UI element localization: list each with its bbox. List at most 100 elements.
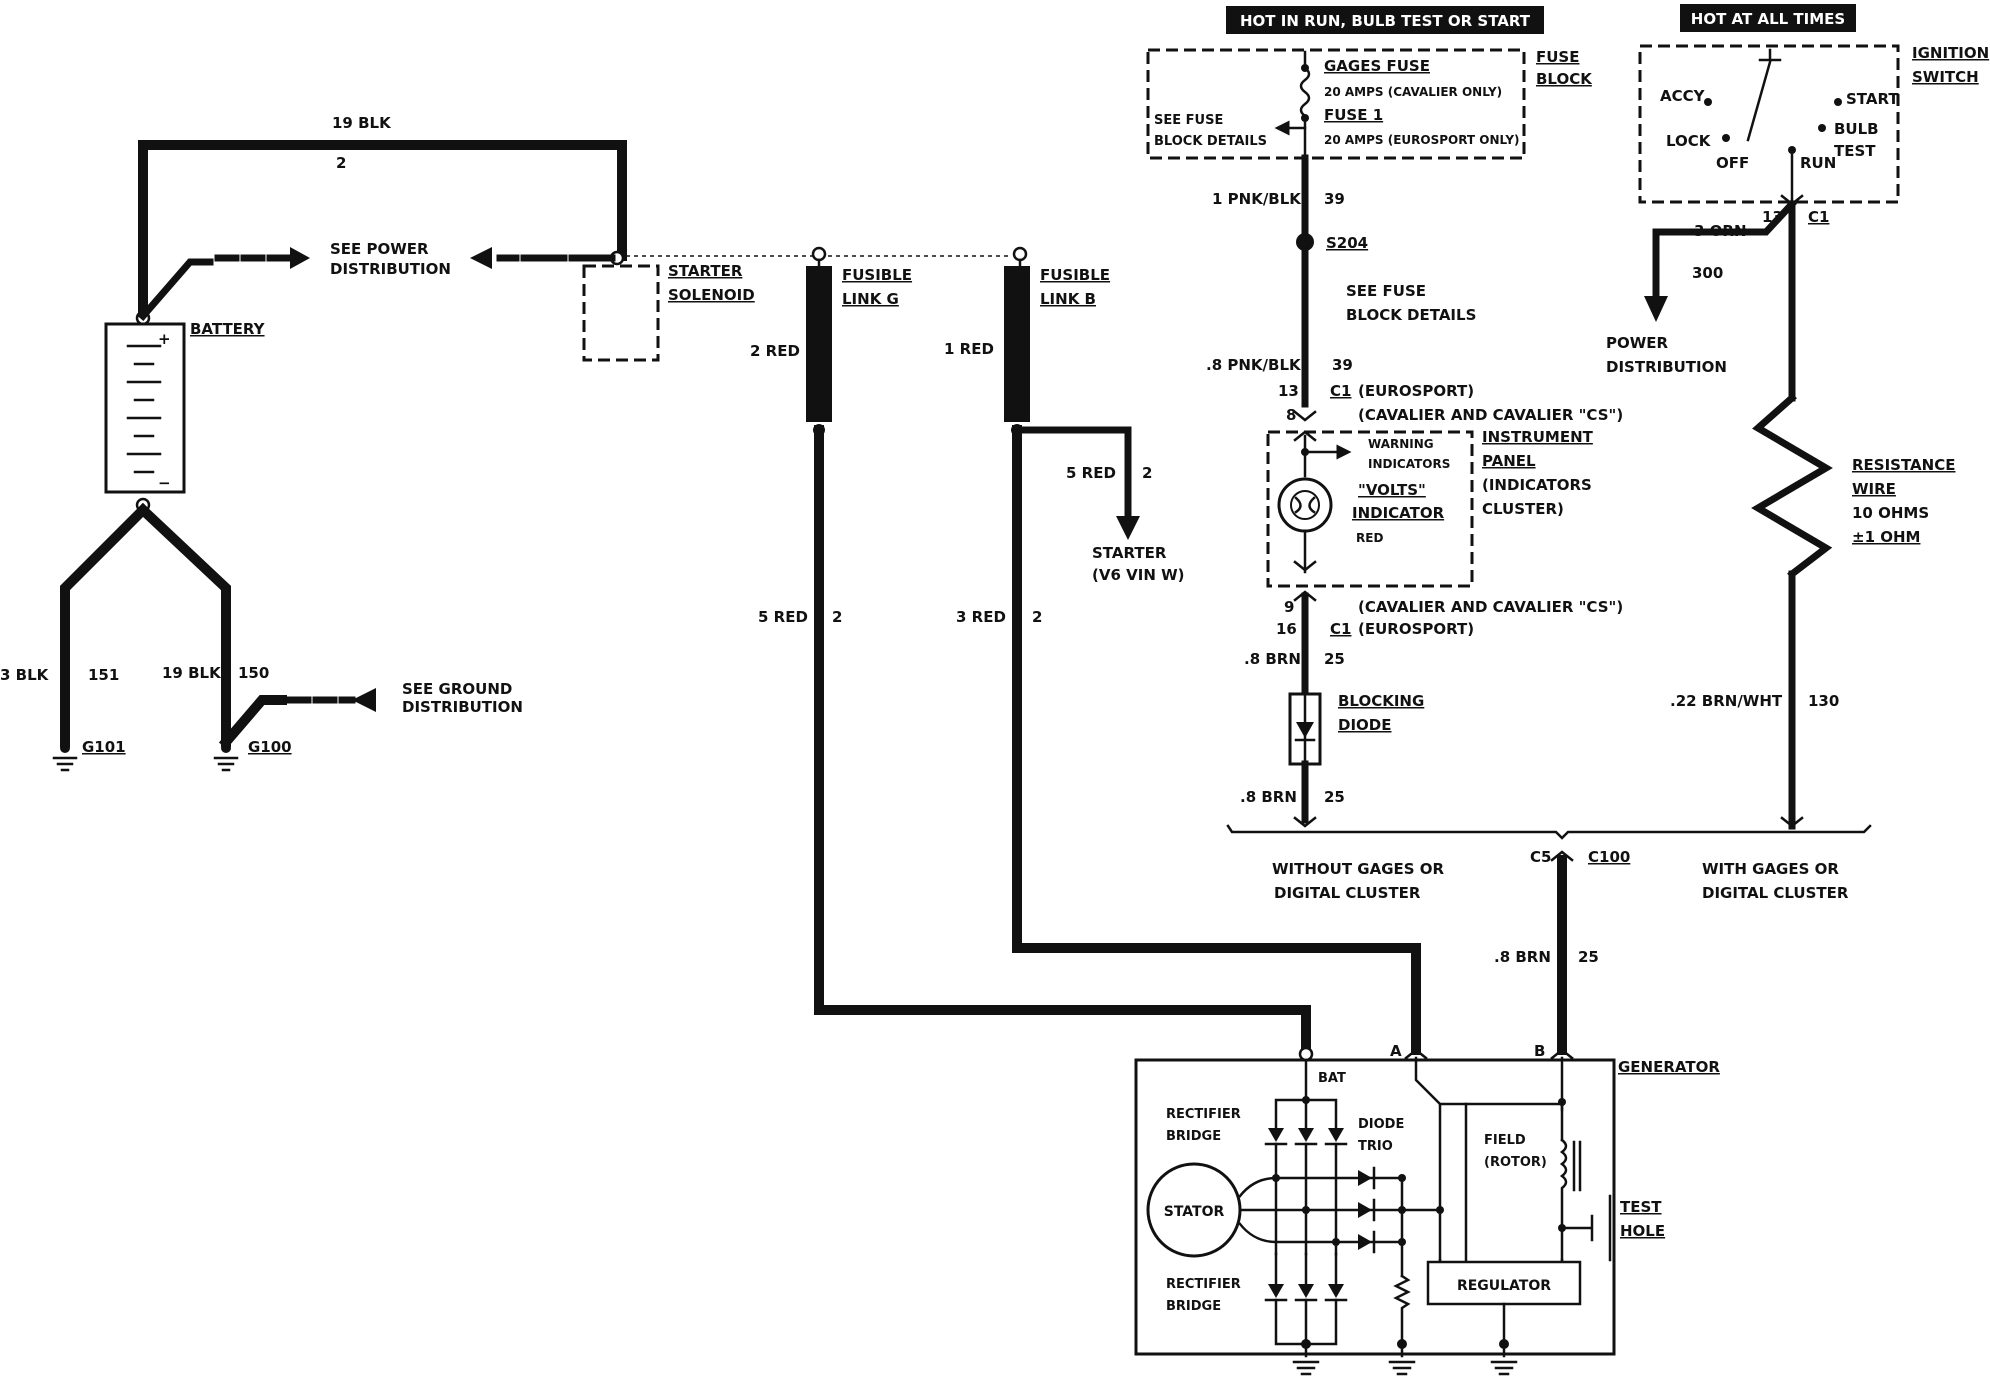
start-label: START (1846, 90, 1899, 108)
battery-section: SEE POWER DISTRIBUTION 19 BLK 2 + − BATT… (0, 114, 627, 772)
ground-wire-a: 3 BLK (0, 666, 50, 684)
volts-indicator-lamp (1277, 477, 1333, 533)
g101-point (60, 743, 70, 753)
battery-label: BATTERY (190, 320, 266, 338)
ignition-switch: ACCY LOCK OFF RUN START BULB TEST IGNITI… (1638, 44, 1989, 226)
see-ground-arrow (352, 688, 376, 712)
header-hot-at-all-times-text: HOT AT ALL TIMES (1691, 10, 1845, 28)
conn-c100: C100 (1588, 848, 1630, 866)
fusible-g-body (806, 266, 832, 422)
fuse1-label: FUSE 1 (1324, 106, 1383, 124)
rectifier-upper-diodes (1264, 1128, 1348, 1256)
resistance-wire-zigzag (1751, 393, 1833, 579)
orn-wire (1652, 199, 1797, 300)
option-bus (1226, 824, 1872, 840)
pin-16: 16 (1276, 620, 1297, 638)
power-distribution-arrow (1644, 296, 1668, 322)
fusible-g-wire-bottom: 5 RED (758, 608, 808, 626)
circuit-25-c: 25 (1578, 948, 1599, 966)
fusible-b-circuit: 2 (1032, 608, 1042, 626)
lock-contact (1722, 134, 1730, 142)
starter-solenoid: STARTER SOLENOID (582, 255, 1010, 362)
ignition-lever (1746, 60, 1772, 142)
brn-wht-circuit: 130 (1808, 692, 1839, 710)
battery-top-cable (138, 140, 627, 321)
starter-branch-cable (1013, 426, 1132, 524)
field-2: (ROTOR) (1484, 1155, 1547, 1170)
gen-ground-1 (1292, 1360, 1320, 1376)
rect-lower-1: RECTIFIER (1166, 1277, 1241, 1292)
rw-1: RESISTANCE (1852, 456, 1955, 474)
rw-4: ±1 OHM (1852, 528, 1920, 546)
fuse-terminal-bottom (1301, 114, 1309, 122)
pin-9: 9 (1284, 598, 1294, 616)
fusible-b-cable (1012, 425, 1421, 1055)
fusible-g-top-terminal (811, 246, 827, 262)
ground-circuit-a: 151 (88, 666, 119, 684)
with-1: WITH GAGES OR (1702, 860, 1839, 878)
s204-label: S204 (1326, 234, 1368, 252)
ip-2: PANEL (1482, 452, 1536, 470)
fusible-b-wire-bottom: 3 RED (956, 608, 1006, 626)
fuse1-rating: 20 AMPS (EUROSPORT ONLY) (1324, 133, 1520, 147)
g100-point (221, 743, 231, 753)
starter-solenoid-2: SOLENOID (668, 286, 755, 304)
trio-1: DIODE (1358, 1117, 1404, 1132)
battery-top-wire: 19 BLK (332, 114, 392, 132)
a-label: A (1390, 1042, 1402, 1060)
a-terminal-wire (1414, 1056, 1442, 1262)
bulb-test-contact (1818, 124, 1826, 132)
without-1: WITHOUT GAGES OR (1272, 860, 1445, 878)
regulator-label: REGULATOR (1457, 1278, 1551, 1294)
see-power-2: DISTRIBUTION (330, 260, 451, 278)
wire-5-brn: .8 BRN (1494, 948, 1551, 966)
with-2: DIGITAL CLUSTER (1702, 884, 1849, 902)
gen-ground-2 (1388, 1360, 1416, 1376)
instrument-panel-box (1266, 430, 1474, 588)
center-see-1: SEE FUSE (1346, 282, 1426, 300)
fusible-b-1: FUSIBLE (1040, 266, 1110, 284)
circuit-25-a: 25 (1324, 650, 1345, 668)
header-hot-at-all-times: HOT AT ALL TIMES (1680, 4, 1856, 32)
header-hot-in-run: HOT IN RUN, BULB TEST OR START (1226, 6, 1544, 34)
gages-fuse-label: GAGES FUSE (1324, 57, 1430, 75)
starter-branch-wire: 5 RED (1066, 464, 1116, 482)
test-2: HOLE (1620, 1222, 1665, 1240)
fuse-block-title-2: BLOCK (1536, 70, 1593, 88)
fuse-element (1299, 66, 1311, 118)
rw-2: WIRE (1852, 480, 1896, 498)
volts-2: INDICATOR (1352, 504, 1445, 522)
circuit-25-b: 25 (1324, 788, 1345, 806)
brn-wht-label: .22 BRN/WHT (1670, 692, 1783, 710)
diode-1: BLOCKING (1338, 692, 1424, 710)
b-label: B (1534, 1042, 1545, 1060)
ground-wire-b: 19 BLK (162, 664, 222, 682)
battery-top-circuit: 2 (336, 154, 346, 172)
pin-13: 13 (1278, 382, 1299, 400)
circuit-39-b: 39 (1332, 356, 1353, 374)
center-circuit: 1 PNK/BLK 39 S204 SEE FUSE BLOCK DETAILS… (1206, 154, 1872, 1055)
wire-4-brn: .8 BRN (1240, 788, 1297, 806)
warning-1: WARNING (1368, 437, 1434, 451)
generator-label: GENERATOR (1618, 1058, 1720, 1076)
fusible-b-wire-top: 1 RED (944, 340, 994, 358)
ignition-conn-c1: C1 (1808, 208, 1829, 226)
wire-3-brn: .8 BRN (1244, 650, 1301, 668)
test-label: TEST (1834, 142, 1876, 160)
trio-2: TRIO (1358, 1139, 1393, 1154)
rect-upper-2: BRIDGE (1166, 1129, 1221, 1144)
volts-1: "VOLTS" (1358, 481, 1426, 499)
ground-circuit-b: 150 (238, 664, 269, 682)
conn-c1-a: C1 (1330, 382, 1351, 400)
test-hole-contact (1560, 1214, 1594, 1242)
pin-8: 8 (1286, 406, 1296, 424)
see-power-arrow-left (470, 247, 492, 269)
starter-branch-circuit: 2 (1142, 464, 1152, 482)
battery-plus: + (158, 330, 171, 348)
ignition-title-1: IGNITION (1912, 44, 1989, 62)
stator-leads (1238, 1176, 1404, 1244)
fusible-b-2: LINK B (1040, 290, 1096, 308)
s204-splice (1296, 233, 1314, 251)
fusible-g-circuit: 2 (832, 608, 842, 626)
rect-upper-1: RECTIFIER (1166, 1107, 1241, 1122)
